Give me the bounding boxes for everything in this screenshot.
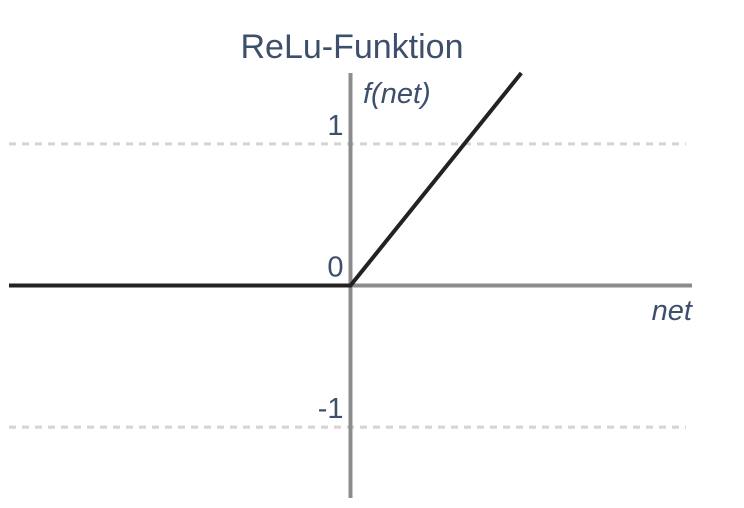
series-layer [9, 71, 523, 288]
tick-labels: 1 0 -1 [318, 110, 344, 425]
reference-lines [9, 142, 686, 429]
relu-series-line-0 [9, 71, 523, 288]
y-tick-label: -1 [318, 393, 344, 425]
chart-title: ReLu-Funktion [240, 28, 463, 66]
y-tick-label: 0 [327, 252, 343, 284]
y-axis-label: f(net) [363, 78, 431, 110]
y-tick-label: 1 [327, 110, 343, 142]
x-axis-label: net [652, 295, 694, 327]
